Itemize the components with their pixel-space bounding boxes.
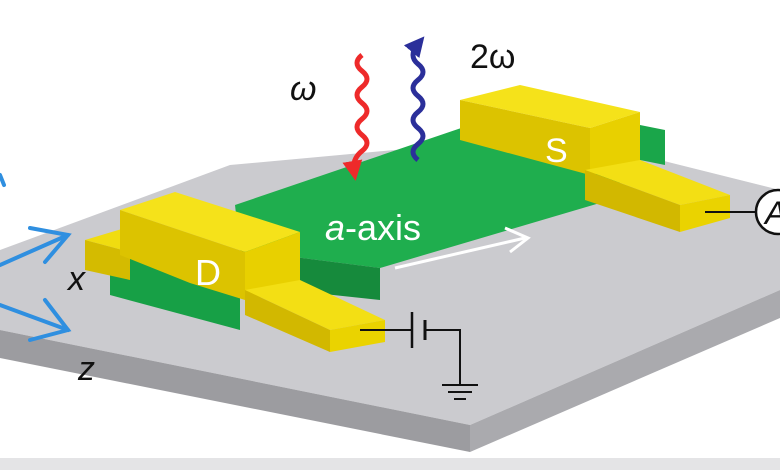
ground-icon: [442, 384, 478, 400]
a-axis-italic: a: [325, 207, 345, 248]
drain-lead-top: [245, 280, 385, 330]
drain-block-front: [120, 210, 245, 300]
ammeter-label: A: [763, 195, 780, 231]
substrate-front-side: [0, 330, 470, 452]
substrate-right-side: [470, 290, 780, 452]
drain-lead-front: [245, 290, 330, 352]
a-axis-label: a-axis: [325, 207, 421, 248]
drain-label: D: [195, 252, 221, 293]
incident-wave-arrow: [342, 53, 370, 181]
z-axis-label: z: [77, 350, 95, 388]
source-lead-end: [680, 195, 730, 232]
ground-wire: [425, 329, 461, 385]
drain-pad-front: [85, 240, 130, 280]
source-label: S: [545, 132, 568, 170]
a-axis-arrowhead: [504, 226, 531, 254]
omega-label: ω: [290, 70, 316, 108]
a-axis-rest: -axis: [345, 207, 421, 248]
drain-block-top: [120, 192, 300, 252]
source-block-right: [590, 112, 640, 175]
coordinate-arrows: [0, 173, 72, 342]
a-axis-arrow: [394, 236, 526, 270]
source-block-front: [460, 100, 590, 175]
ammeter-circle: [754, 188, 780, 236]
source-lead-front: [585, 170, 680, 232]
channel-side-s: [640, 125, 665, 165]
drain-lead-end: [330, 320, 385, 352]
bottom-strip: [0, 458, 780, 470]
source-lead-top: [585, 160, 730, 205]
two-omega-label: 2ω: [470, 38, 515, 76]
emitted-wave-arrow: [403, 36, 426, 162]
x-axis-label: x: [66, 260, 86, 298]
source-block-top: [460, 85, 640, 128]
